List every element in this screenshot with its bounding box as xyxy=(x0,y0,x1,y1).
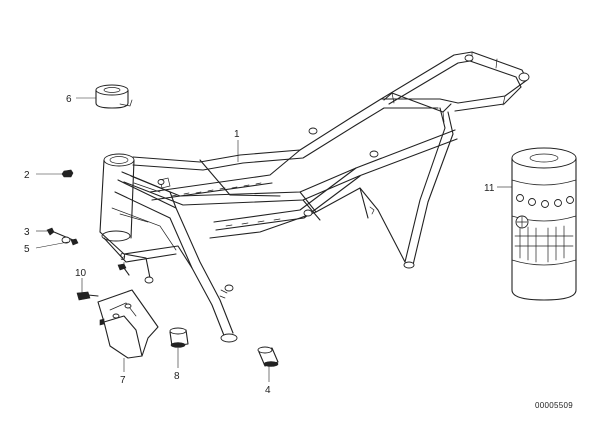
part-label-9: 9 xyxy=(120,252,126,263)
leader-lines xyxy=(35,97,512,382)
part-label-8: 8 xyxy=(174,371,180,382)
part-3-5-bolt-drawing xyxy=(46,227,79,246)
diagram-reference-code: 00005509 xyxy=(535,401,573,410)
part-label-3: 3 xyxy=(24,227,30,238)
part-label-11: 11 xyxy=(484,183,495,194)
main-frame-drawing xyxy=(99,51,530,343)
part-8-bush-drawing xyxy=(169,327,189,348)
part-4-mount-drawing xyxy=(257,346,279,367)
part-label-6: 6 xyxy=(66,94,72,105)
part-7-bracket-drawing xyxy=(97,289,159,359)
part-9-bolt-drawing xyxy=(117,263,130,276)
part-label-1: 1 xyxy=(234,129,240,140)
part-label-2: 2 xyxy=(24,170,30,181)
part-label-7: 7 xyxy=(120,375,126,386)
part-label-5: 5 xyxy=(24,244,30,255)
part-2-nut-drawing xyxy=(61,169,74,178)
part-label-4: 4 xyxy=(265,385,271,396)
part-10-screw-drawing xyxy=(76,291,99,301)
part-6-rubber-bumper-drawing xyxy=(95,84,133,109)
part-11-spray-can-drawing xyxy=(511,147,577,301)
part-label-10: 10 xyxy=(75,268,87,279)
